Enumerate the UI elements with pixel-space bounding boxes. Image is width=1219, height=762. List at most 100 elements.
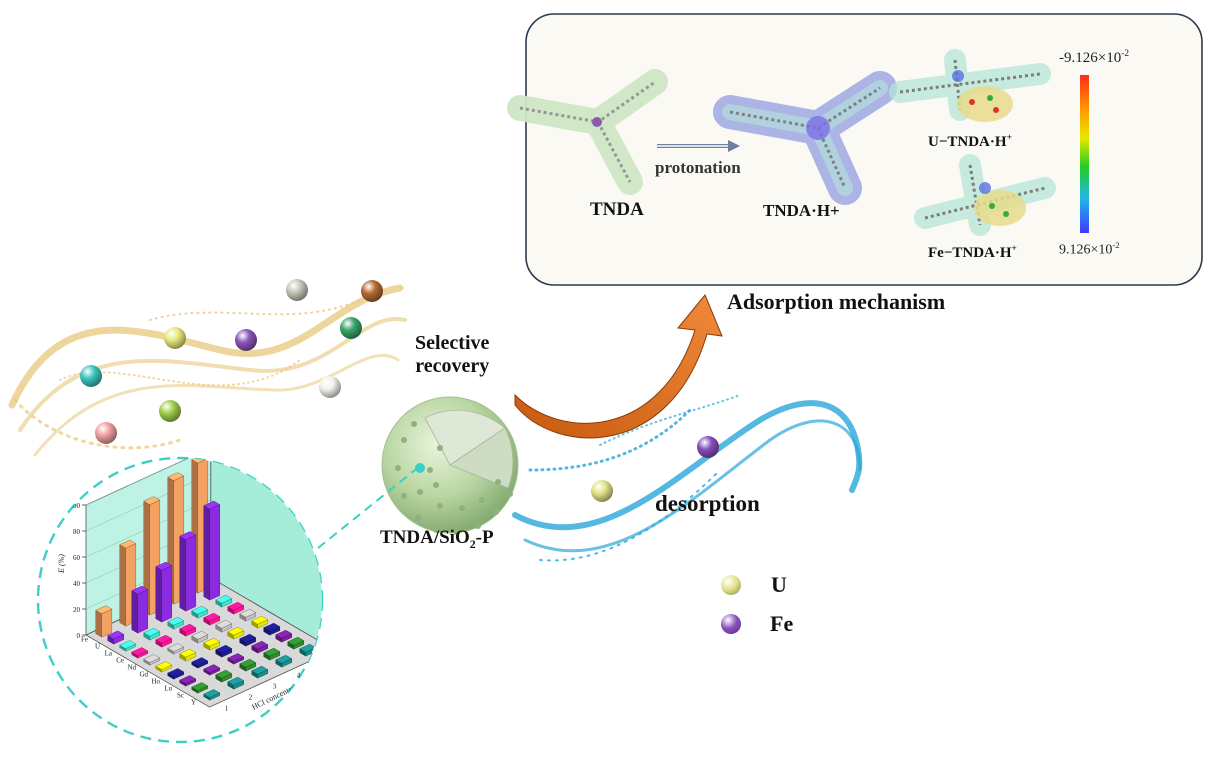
bar-nd-4	[215, 619, 233, 633]
bar-lu-2	[203, 664, 221, 676]
legend-label-fe: Fe	[770, 611, 794, 636]
bar-u-4	[179, 531, 197, 612]
ion-ball	[235, 329, 257, 351]
sphere-pore	[459, 505, 465, 511]
selective-line: Selective	[415, 332, 490, 354]
legend-label-u: U	[771, 572, 787, 597]
bar-la-3	[167, 616, 185, 630]
bar-ce-3	[179, 623, 197, 637]
scale-max-exp: -2	[1121, 49, 1129, 59]
sphere-pore	[475, 523, 481, 529]
bar-nd-1	[143, 654, 161, 666]
chart-z-tick-label: 100	[70, 502, 81, 510]
ion-ball	[95, 422, 117, 444]
sphere-pore	[415, 515, 421, 521]
chart-y-tick-label: 4	[297, 671, 301, 679]
chart-category-label: La	[105, 650, 113, 658]
u-complex-label: U−TNDA·H+	[928, 133, 1012, 151]
chart-category-label: U	[95, 643, 100, 651]
sphere-pore	[495, 479, 501, 485]
chart-category-label: Gd	[139, 671, 148, 679]
material-prefix: TNDA/SiO	[380, 527, 470, 548]
bar-sc-1	[191, 682, 209, 694]
zoom-connector-top	[317, 465, 421, 549]
potential-colorbar	[1080, 75, 1089, 233]
legend-ball-fe	[721, 614, 741, 634]
bar-y-3	[251, 665, 269, 679]
ion-ball	[697, 436, 719, 458]
bar-y-2	[227, 676, 245, 690]
fe-complex-molecule	[914, 154, 1056, 236]
chart-category-label: Ho	[151, 678, 160, 686]
adsorption-mechanism-arrow	[514, 294, 723, 439]
ion-ball	[159, 400, 181, 422]
legend-ball-u	[721, 575, 741, 595]
u-complex-text: U−TNDA·H	[928, 134, 1007, 150]
recovery-line: recovery	[415, 355, 490, 377]
sphere-pore	[433, 527, 439, 533]
sphere-pore	[417, 489, 423, 495]
chart-y-tick-label: 5	[321, 660, 325, 668]
selective-recovery-label: Selective recovery	[415, 332, 489, 378]
fe-complex-text: Fe−TNDA·H	[928, 245, 1012, 261]
bar-u-1	[107, 630, 125, 645]
bar-ce-1	[131, 647, 149, 659]
material-suffix: -P	[475, 527, 494, 548]
sphere-pore	[479, 497, 485, 503]
bar-la-5	[215, 594, 233, 608]
ion-ball	[340, 317, 362, 339]
sphere-pore	[401, 493, 407, 499]
bar-lu-5	[275, 629, 293, 643]
bar-ho-5	[263, 622, 281, 636]
bar-gd-5	[251, 615, 269, 629]
ion-ball	[361, 280, 383, 302]
bar-ce-2	[155, 634, 173, 648]
bar-sc-3	[239, 658, 257, 672]
bar-ce-4	[203, 612, 221, 626]
fe-complex-plus: +	[1011, 244, 1017, 254]
u-complex-plus: +	[1006, 133, 1012, 143]
ion-ball	[591, 480, 613, 502]
chart-z-tick-label: 40	[73, 580, 81, 588]
bar-u-3	[155, 561, 173, 623]
bar-ho-2	[191, 657, 209, 669]
sphere-pore	[395, 465, 401, 471]
eluent-swirl	[512, 394, 863, 562]
chart-category-label: Ce	[116, 657, 124, 665]
scale-max-label: -9.126×10-2	[1059, 49, 1129, 67]
ion-balls	[80, 279, 719, 502]
bar-u-5	[203, 500, 221, 601]
scale-min-text: 9.126×10	[1059, 242, 1113, 258]
tnda-label: TNDA	[590, 199, 644, 220]
bar-fe-1	[95, 605, 113, 638]
chart-category-label: Lu	[164, 685, 172, 693]
bar-gd-1	[155, 661, 173, 673]
bar-la-2	[143, 627, 161, 641]
tnda-h-label: TNDA·H+	[763, 201, 840, 220]
sphere-pore	[437, 445, 443, 451]
bar-sc-4	[263, 647, 281, 661]
bar-y-4	[275, 654, 293, 668]
material-sub: 2	[469, 537, 476, 551]
bar-u-2	[131, 585, 149, 634]
bar-y-1	[203, 689, 221, 701]
bar-nd-5	[239, 608, 257, 622]
bar-lu-1	[179, 675, 197, 687]
chart-category-label: Nd	[127, 664, 136, 672]
u-complex-molecule	[889, 49, 1051, 122]
bar-lu-4	[251, 640, 269, 654]
sphere-pore	[437, 503, 443, 509]
chart-z-tick-label: 80	[73, 528, 81, 536]
sphere-pore	[433, 482, 439, 488]
protonation-arrow	[657, 140, 740, 152]
chart-z-tick-label: 20	[73, 606, 81, 614]
bar-gd-4	[227, 626, 245, 640]
chart-y-tick-label: 1	[225, 704, 229, 712]
zoom-point	[415, 463, 425, 473]
bar-ho-1	[167, 668, 185, 680]
chart-y-tick-label: 3	[273, 682, 277, 690]
tnda-h-molecule	[713, 71, 897, 205]
sphere-pore	[401, 437, 407, 443]
desorption-label: desorption	[655, 491, 760, 516]
